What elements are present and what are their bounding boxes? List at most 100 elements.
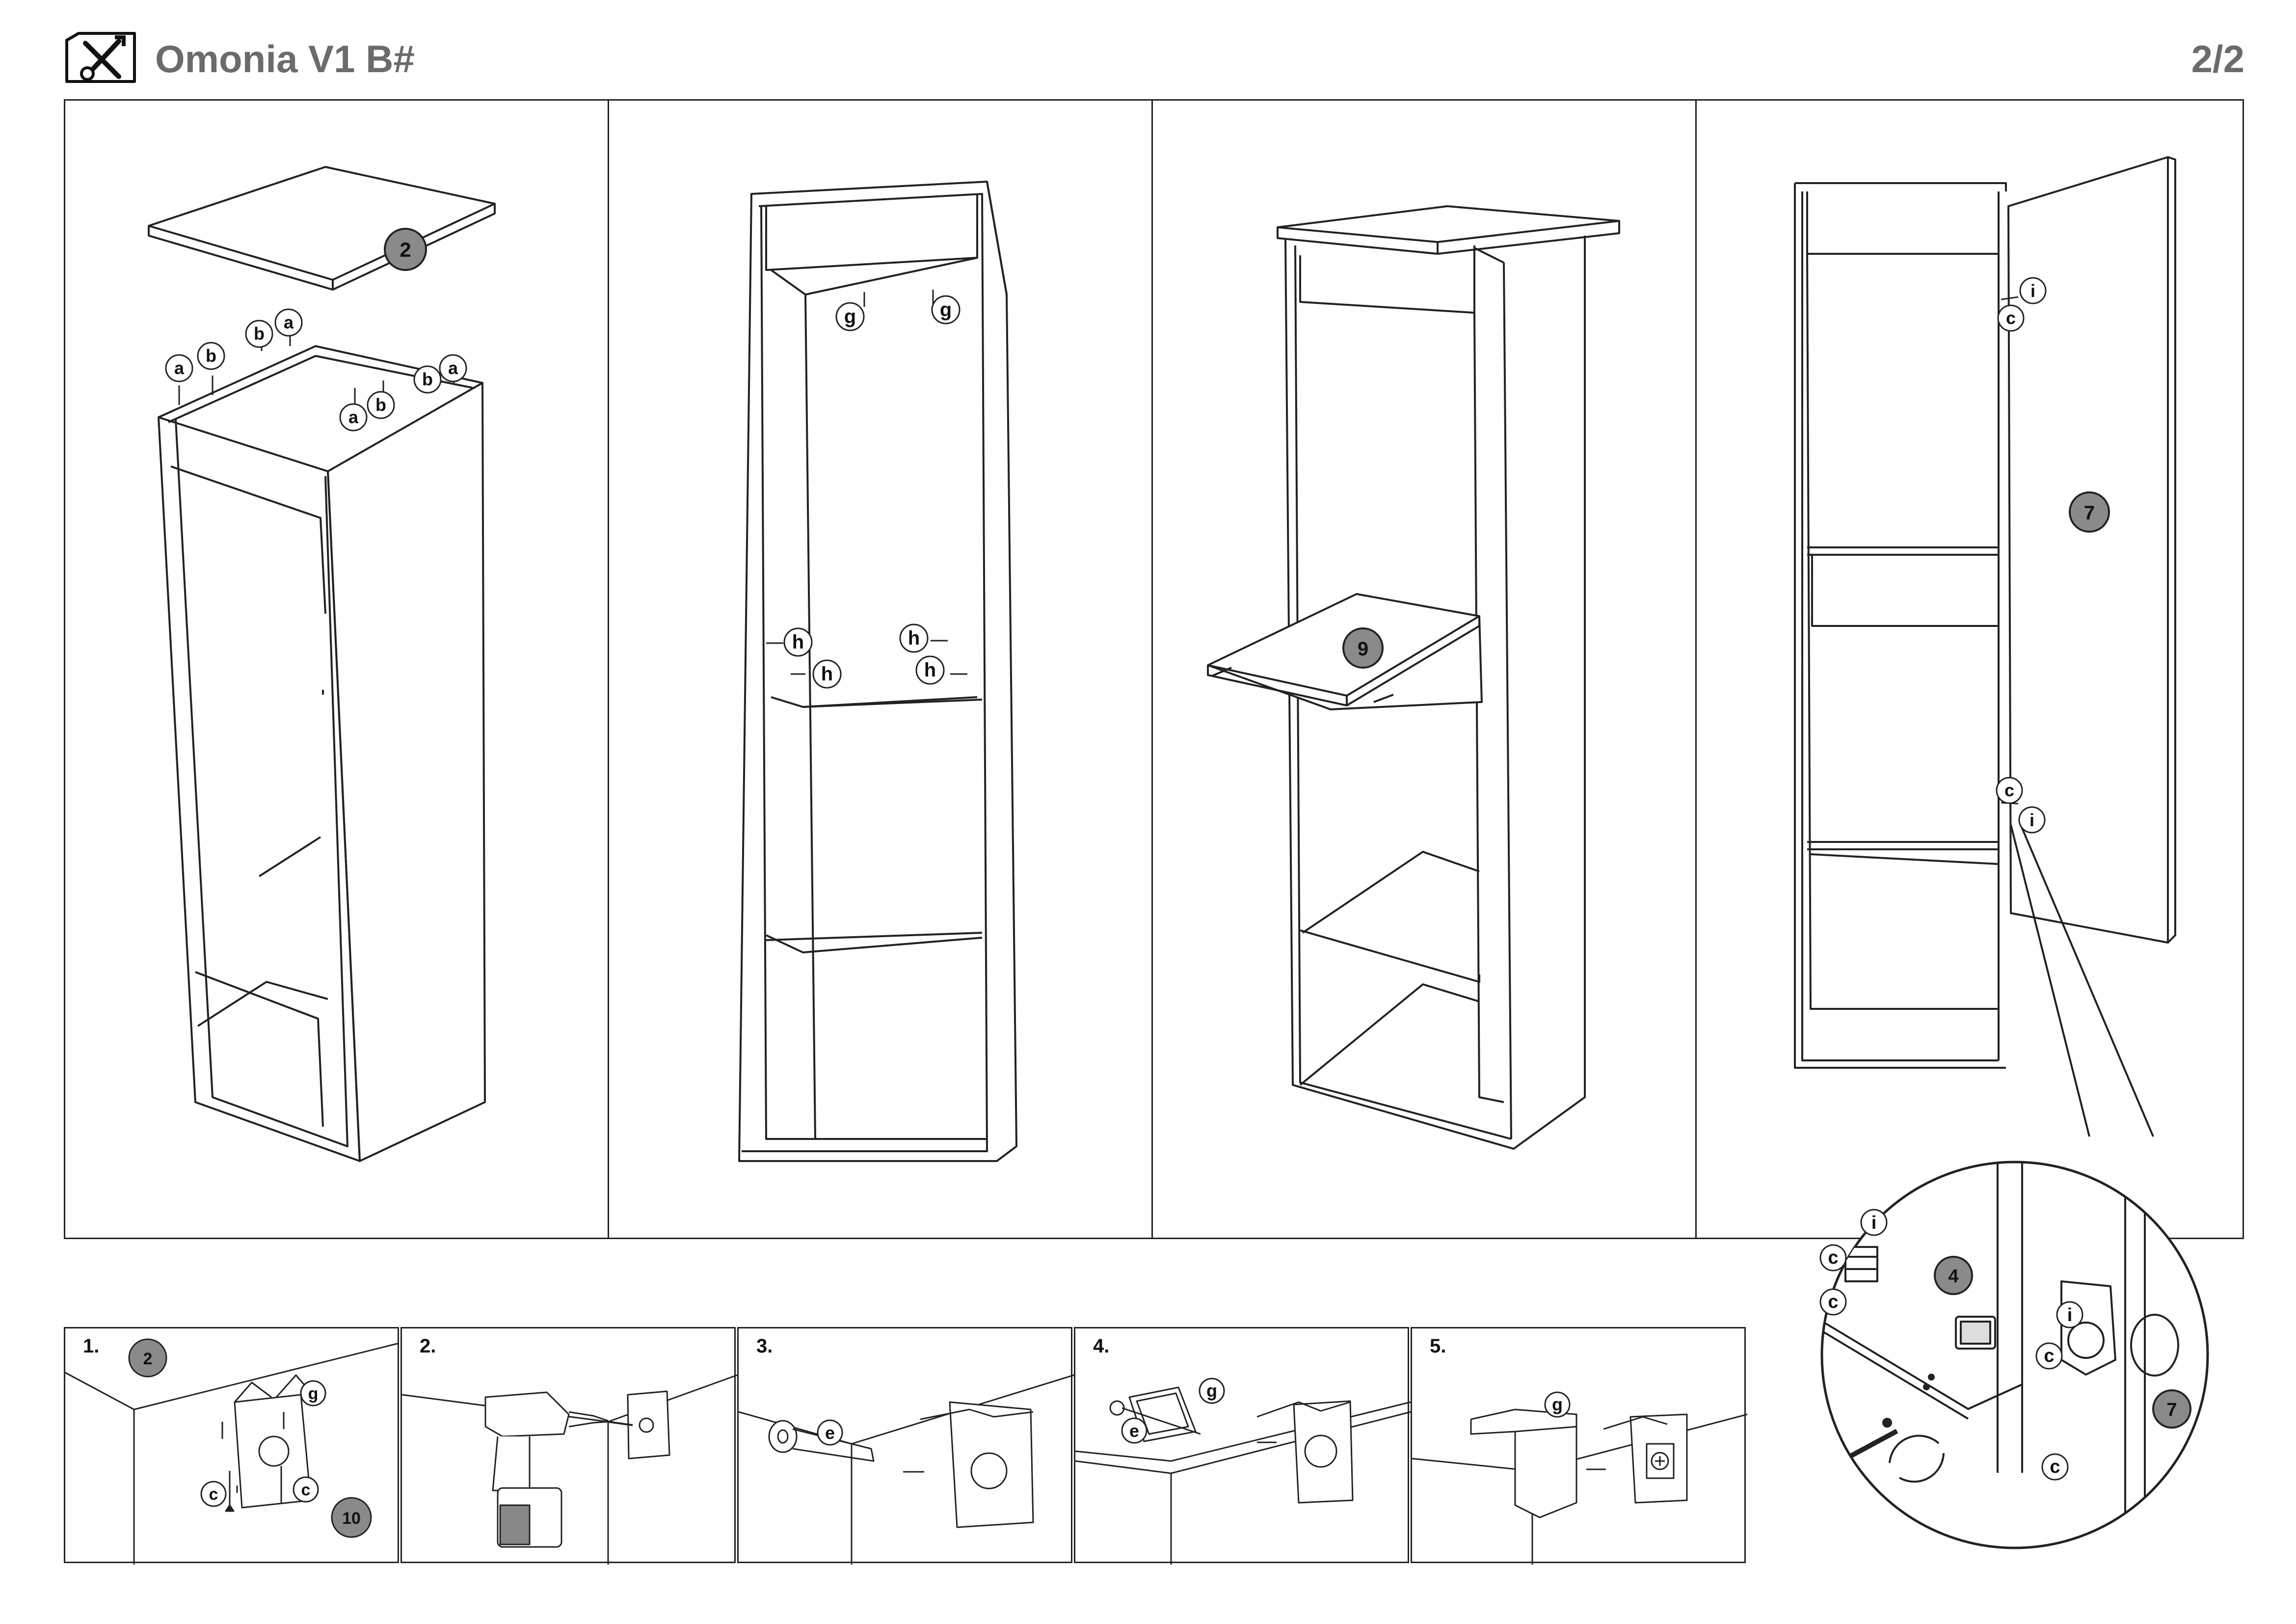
svg-text:g: g xyxy=(844,306,856,327)
callout-g: g xyxy=(1544,1391,1571,1418)
step-panel-3: 3. e xyxy=(737,1327,1074,1565)
step-number: 5. xyxy=(1430,1335,1446,1357)
callout-g: g xyxy=(300,1380,326,1407)
svg-text:b: b xyxy=(206,346,216,366)
callout-e: e xyxy=(817,1419,843,1446)
part-number: 9 xyxy=(1358,638,1368,660)
svg-text:i: i xyxy=(2067,1305,2073,1326)
shelf-insertion-drawing: 9 xyxy=(1207,205,1620,1150)
svg-text:g: g xyxy=(940,299,952,321)
part-number: 2 xyxy=(400,238,411,261)
callout-c: c xyxy=(2035,1342,2063,1370)
svg-text:i: i xyxy=(1871,1213,1877,1233)
shelf-label-9: 9 xyxy=(1342,627,1384,669)
svg-text:a: a xyxy=(448,358,458,378)
top-panel-label-2: 2 xyxy=(384,228,427,271)
door-label-7: 7 xyxy=(2069,491,2110,533)
callout-a: a xyxy=(274,308,303,337)
callout-e: e xyxy=(1121,1417,1148,1444)
callout-h: h xyxy=(915,655,945,685)
callout-a: a xyxy=(439,354,467,382)
door-label-7: 7 xyxy=(2152,1389,2191,1429)
callout-i: i xyxy=(2019,277,2047,304)
callout-b: b xyxy=(413,365,442,394)
hinge-detail-callout: i c c i c c 4 7 xyxy=(1819,1161,2209,1549)
svg-text:7: 7 xyxy=(2166,1400,2177,1420)
svg-text:c: c xyxy=(209,1485,218,1504)
callout-c: c xyxy=(200,1481,227,1507)
callout-i: i xyxy=(1860,1209,1888,1236)
svg-text:h: h xyxy=(821,663,833,685)
callout-c: c xyxy=(1997,304,2025,332)
svg-text:i: i xyxy=(2029,810,2034,830)
callout-h: h xyxy=(812,659,842,689)
svg-text:4: 4 xyxy=(1948,1266,1958,1287)
svg-text:i: i xyxy=(2030,281,2035,301)
callout-g: g xyxy=(835,302,865,331)
step-panel-2: 2. xyxy=(400,1327,738,1565)
svg-text:a: a xyxy=(284,312,294,332)
step-number: 3. xyxy=(756,1335,773,1357)
callout-h: h xyxy=(783,627,813,657)
svg-text:e: e xyxy=(825,1423,835,1443)
door-mounting-drawing: 7 i c c i xyxy=(1794,156,2176,1137)
svg-text:h: h xyxy=(792,631,804,653)
callout-g: g xyxy=(931,295,961,325)
svg-text:c: c xyxy=(1828,1292,1838,1312)
callout-c: c xyxy=(1819,1244,1847,1272)
svg-text:b: b xyxy=(254,324,265,344)
bracket-label-2: 2 xyxy=(128,1338,167,1378)
anchor-screw-drawing: g e xyxy=(1075,1378,1411,1565)
step-panel-4: 4. g e xyxy=(1074,1327,1411,1565)
svg-text:2: 2 xyxy=(143,1350,153,1368)
callout-h: h xyxy=(899,623,929,653)
step-panel-5: 5. g xyxy=(1411,1327,1748,1565)
step-number: 4. xyxy=(1093,1335,1110,1357)
svg-text:a: a xyxy=(174,358,185,378)
callout-b: b xyxy=(197,342,225,370)
svg-text:g: g xyxy=(1206,1380,1217,1401)
svg-text:c: c xyxy=(2050,1457,2060,1477)
callout-b: b xyxy=(367,391,395,419)
callout-a: a xyxy=(165,354,193,382)
callout-c: c xyxy=(1996,777,2023,804)
svg-text:h: h xyxy=(924,659,936,681)
drilling-drawing xyxy=(401,1374,738,1565)
part-number: 7 xyxy=(2084,502,2095,524)
callout-b: b xyxy=(245,320,273,348)
callout-c: c xyxy=(1819,1288,1847,1316)
shelf-support-drawing: g g h h h h xyxy=(738,181,1017,1162)
main-step-panel-2: g g h h h h xyxy=(608,99,1153,1239)
svg-text:a: a xyxy=(348,407,359,427)
hook-fitting-drawing: g xyxy=(1412,1391,1748,1565)
callout-i: i xyxy=(2056,1301,2083,1328)
main-step-panel-3: 9 xyxy=(1151,99,1697,1239)
svg-text:g: g xyxy=(308,1384,319,1403)
quantity-label-10: 10 xyxy=(331,1497,372,1538)
bracket-mounting-drawing: 2 g c c 10 xyxy=(65,1338,400,1565)
callout-i: i xyxy=(2018,806,2046,834)
svg-text:c: c xyxy=(1828,1247,1838,1268)
svg-text:c: c xyxy=(2004,780,2014,800)
svg-text:e: e xyxy=(1129,1421,1139,1441)
cabinet-top-assembly-drawing: 2 a b b a a b b a xyxy=(148,166,496,1162)
svg-text:10: 10 xyxy=(342,1509,361,1528)
step-number: 2. xyxy=(420,1335,436,1357)
callout-c: c xyxy=(293,1476,319,1503)
document-title: Omonia V1 B# xyxy=(155,37,415,81)
svg-text:c: c xyxy=(2044,1346,2054,1366)
svg-text:c: c xyxy=(301,1481,311,1499)
main-step-panel-1: 2 a b b a a b b a xyxy=(64,99,609,1239)
svg-text:c: c xyxy=(2006,308,2016,328)
svg-text:b: b xyxy=(375,395,386,415)
callout-a: a xyxy=(339,403,368,432)
step-number: 1. xyxy=(83,1335,100,1357)
dowel-insertion-drawing: e xyxy=(738,1374,1074,1565)
step-panel-1: 1. 2 g c c 10 xyxy=(64,1327,400,1565)
main-step-panel-4: 7 i c c i xyxy=(1695,99,2244,1239)
callout-g: g xyxy=(1199,1378,1225,1404)
page-number: 2/2 xyxy=(2191,37,2244,81)
svg-text:g: g xyxy=(1552,1394,1563,1414)
callout-c: c xyxy=(2041,1453,2069,1481)
svg-text:h: h xyxy=(908,627,920,649)
